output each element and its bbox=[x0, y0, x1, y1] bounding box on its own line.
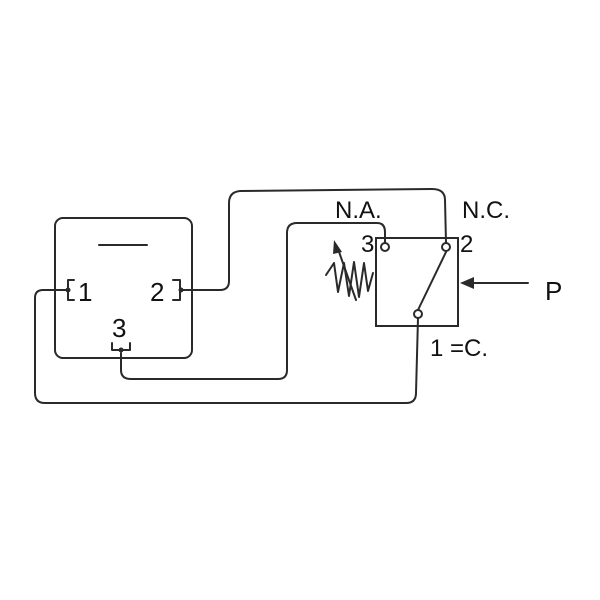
device-terminal-2-dot bbox=[178, 287, 184, 293]
switch-no-label: N.A. bbox=[335, 197, 382, 224]
switch-nc-label: N.C. bbox=[462, 197, 510, 224]
switch-blade bbox=[417, 251, 447, 311]
adjustment-arrow-head bbox=[333, 240, 342, 254]
device-terminal-3-dot bbox=[118, 347, 124, 353]
wire-terminal1-to-common bbox=[34, 289, 419, 404]
switch-terminal-3 bbox=[380, 242, 390, 252]
adjustment-arrow-shaft bbox=[337, 248, 357, 301]
switch-terminal-2 bbox=[441, 242, 451, 252]
switch-terminal-common bbox=[413, 309, 423, 319]
switch-terminal-3-label: 3 bbox=[361, 231, 374, 258]
switch-common-label: 1 =C. bbox=[430, 335, 488, 362]
wire-terminal3-to-no bbox=[120, 222, 386, 380]
pressure-arrow-head bbox=[460, 277, 474, 289]
device-terminal-1-label: 1 bbox=[78, 277, 92, 307]
device-terminal-1-dot bbox=[65, 287, 71, 293]
pressure-label: P bbox=[545, 276, 562, 306]
device-terminal-2-label: 2 bbox=[150, 277, 164, 307]
device-terminal-3-label: 3 bbox=[112, 313, 126, 343]
adjustable-spring-icon bbox=[325, 261, 374, 298]
device-box bbox=[54, 217, 193, 359]
switch-terminal-2-label: 2 bbox=[460, 231, 473, 258]
wire-terminal2-to-nc bbox=[182, 188, 447, 291]
